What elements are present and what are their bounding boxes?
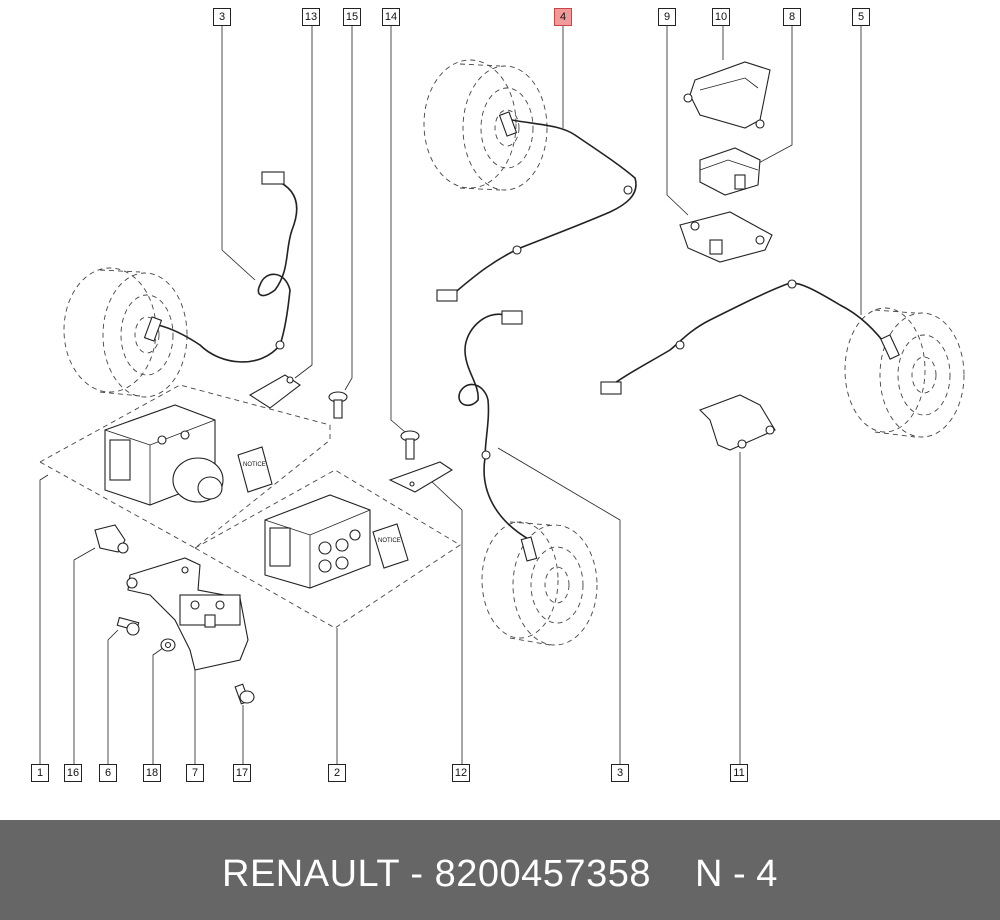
callout-1[interactable]: 1 [31, 764, 49, 782]
callout-17[interactable]: 17 [233, 764, 251, 782]
wheel-speed-sensor-3-right [458, 310, 538, 562]
wheel-speed-sensor-5 [600, 279, 900, 395]
callout-14[interactable]: 14 [382, 8, 400, 26]
kit-outline-2 [194, 469, 461, 629]
wheel-speed-sensor-3-left [143, 171, 298, 363]
abs-unit-2 [264, 494, 371, 589]
screw-14 [400, 430, 420, 460]
wheel-left [63, 267, 188, 398]
wheel-speed-sensor-4 [436, 111, 637, 302]
screw-15 [328, 391, 348, 419]
wheel-top-center [423, 59, 548, 191]
callout-2[interactable]: 2 [328, 764, 346, 782]
clip-16 [94, 524, 129, 554]
notice-booklet-2: NOTICE [372, 523, 409, 569]
abs-bracket-7 [126, 557, 249, 671]
callout-10[interactable]: 10 [712, 8, 730, 26]
leader-lines [39, 26, 862, 764]
wheel-right [844, 307, 965, 438]
bolt-17 [234, 683, 255, 705]
callout-13[interactable]: 13 [302, 8, 320, 26]
abs-unit-1 [104, 404, 224, 506]
callout-6[interactable]: 6 [99, 764, 117, 782]
callout-15[interactable]: 15 [343, 8, 361, 26]
callout-11[interactable]: 11 [730, 764, 748, 782]
svg-text:NOTICE: NOTICE [243, 462, 266, 468]
callout-3-bottom[interactable]: 3 [611, 764, 629, 782]
yaw-sensor-cover-10 [683, 61, 771, 129]
svg-text:NOTICE: NOTICE [378, 538, 401, 544]
parts-diagram: NOTICE NOTICE [39, 26, 965, 764]
callout-9[interactable]: 9 [658, 8, 676, 26]
sensor-bracket-9 [679, 211, 773, 263]
bracket-13 [248, 374, 301, 409]
callout-3-top-left[interactable]: 3 [213, 8, 231, 26]
callout-4-highlighted[interactable]: 4 [554, 8, 572, 26]
footer-code: N - 4 [695, 853, 778, 895]
footer-banner: RENAULT - 8200457358 N - 4 [0, 820, 1000, 920]
callout-5[interactable]: 5 [852, 8, 870, 26]
wheel-bottom-center [481, 521, 598, 646]
nut-18 [160, 638, 176, 652]
callout-8[interactable]: 8 [783, 8, 801, 26]
plate-12 [388, 461, 454, 493]
bolt-6 [116, 616, 140, 636]
callout-16[interactable]: 16 [64, 764, 82, 782]
yaw-rate-sensor-8 [699, 147, 761, 196]
footer-title: RENAULT - 8200457358 [222, 853, 651, 895]
kit-outline-1 [39, 384, 331, 549]
callout-7[interactable]: 7 [186, 764, 204, 782]
bracket-11 [699, 394, 776, 451]
callout-18[interactable]: 18 [143, 764, 161, 782]
callout-12[interactable]: 12 [452, 764, 470, 782]
notice-booklet-1: NOTICE [237, 446, 273, 493]
